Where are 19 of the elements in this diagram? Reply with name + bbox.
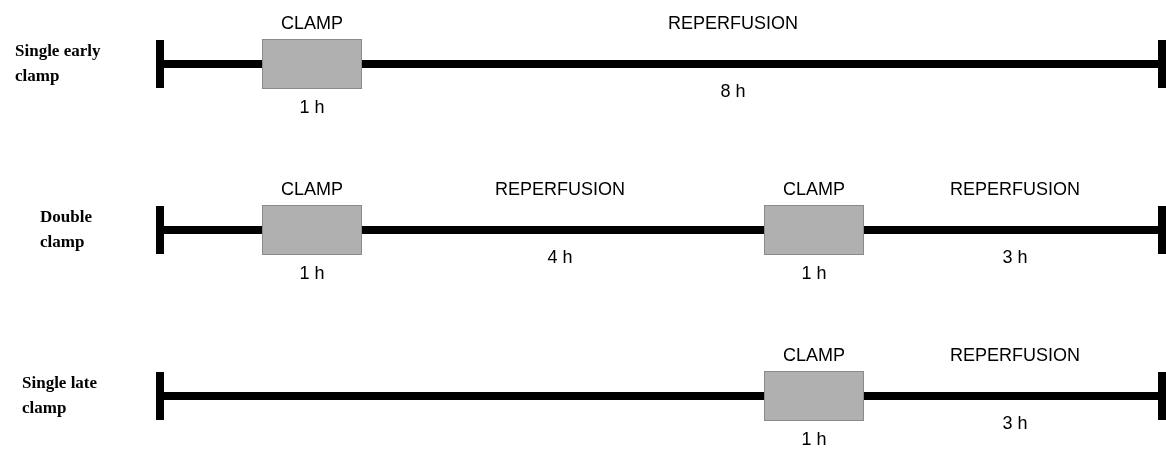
row-title: Single early clamp: [15, 40, 102, 87]
phase-label: REPERFUSION: [495, 179, 625, 199]
duration-label: 1 h: [299, 97, 325, 117]
row-title: Double clamp: [40, 206, 93, 253]
phase-label: REPERFUSION: [668, 13, 798, 33]
duration-label: 1 h: [801, 429, 827, 449]
duration-label: 3 h: [1002, 413, 1028, 433]
phase-label: CLAMP: [281, 179, 343, 199]
phase-label: CLAMP: [783, 345, 845, 365]
row-title: Single late clamp: [22, 372, 99, 419]
phase-label: REPERFUSION: [950, 179, 1080, 199]
duration-label: 1 h: [801, 263, 827, 283]
duration-label: 8 h: [720, 81, 746, 101]
duration-label: 1 h: [299, 263, 325, 283]
phase-label: CLAMP: [783, 179, 845, 199]
phase-label: REPERFUSION: [950, 345, 1080, 365]
duration-label: 4 h: [547, 247, 573, 267]
phase-label: CLAMP: [281, 13, 343, 33]
duration-label: 3 h: [1002, 247, 1028, 267]
